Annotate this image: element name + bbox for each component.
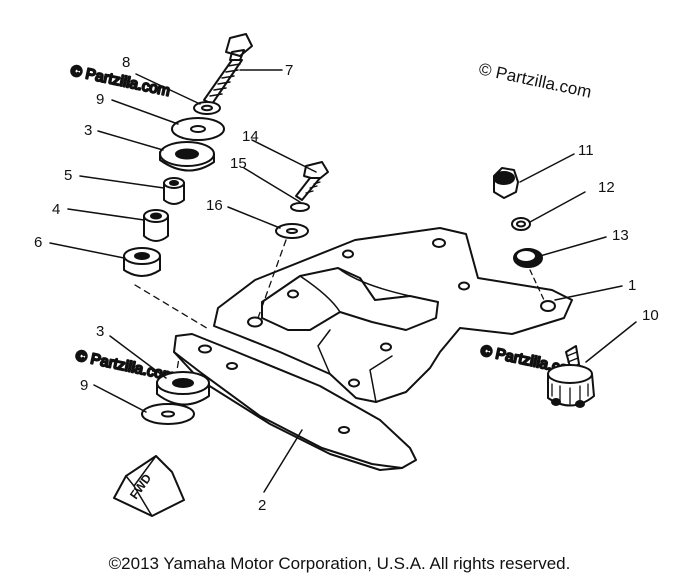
callout-15: 15: [230, 155, 247, 172]
fwd-arrow: [113, 455, 185, 517]
part-9-washer-top: [171, 117, 225, 141]
callout-4: 4: [52, 201, 60, 218]
part-7-bolt: [203, 33, 253, 105]
part-4-collar: [143, 209, 169, 242]
callout-3-bottom: 3: [96, 323, 104, 340]
callout-7: 7: [285, 62, 293, 79]
callout-6: 6: [34, 234, 42, 251]
faint-watermark: © Partzilla.com: [69, 62, 171, 100]
callout-1: 1: [628, 277, 636, 294]
part-9-washer-bottom: [141, 403, 195, 425]
callout-10: 10: [642, 307, 659, 324]
part-16-washer: [275, 223, 309, 239]
callout-14: 14: [242, 128, 259, 145]
part-10-damper: [547, 345, 595, 408]
part-3-mount-top: [159, 141, 215, 172]
part-1-engine-mount-bracket: [213, 227, 573, 403]
callout-8: 8: [122, 54, 130, 71]
part-5-collar: [163, 177, 185, 205]
part-15-lock-washer: [290, 202, 310, 212]
callout-13: 13: [612, 227, 629, 244]
partzilla-watermark: © Partzilla.com: [477, 59, 593, 101]
callout-2: 2: [258, 497, 266, 514]
callout-16: 16: [206, 197, 223, 214]
part-12-washer: [511, 217, 531, 231]
callout-5: 5: [64, 167, 72, 184]
part-14-bolt: [295, 161, 329, 201]
copyright-notice: ©2013 Yamaha Motor Corporation, U.S.A. A…: [108, 554, 571, 573]
part-13-washer: [513, 248, 543, 268]
part-11-nut: [493, 167, 519, 199]
callout-11: 11: [578, 142, 594, 159]
part-6-collar: [123, 247, 161, 277]
callout-3: 3: [84, 122, 92, 139]
part-8-lock-washer: [193, 101, 221, 115]
parts-diagram: © Partzilla.com © Partzilla.com © Partzi…: [34, 33, 659, 517]
part-3-mount-bottom: [156, 371, 210, 406]
callout-9-bottom: 9: [80, 377, 88, 394]
callout-9: 9: [96, 91, 104, 108]
callout-12: 12: [598, 179, 615, 196]
